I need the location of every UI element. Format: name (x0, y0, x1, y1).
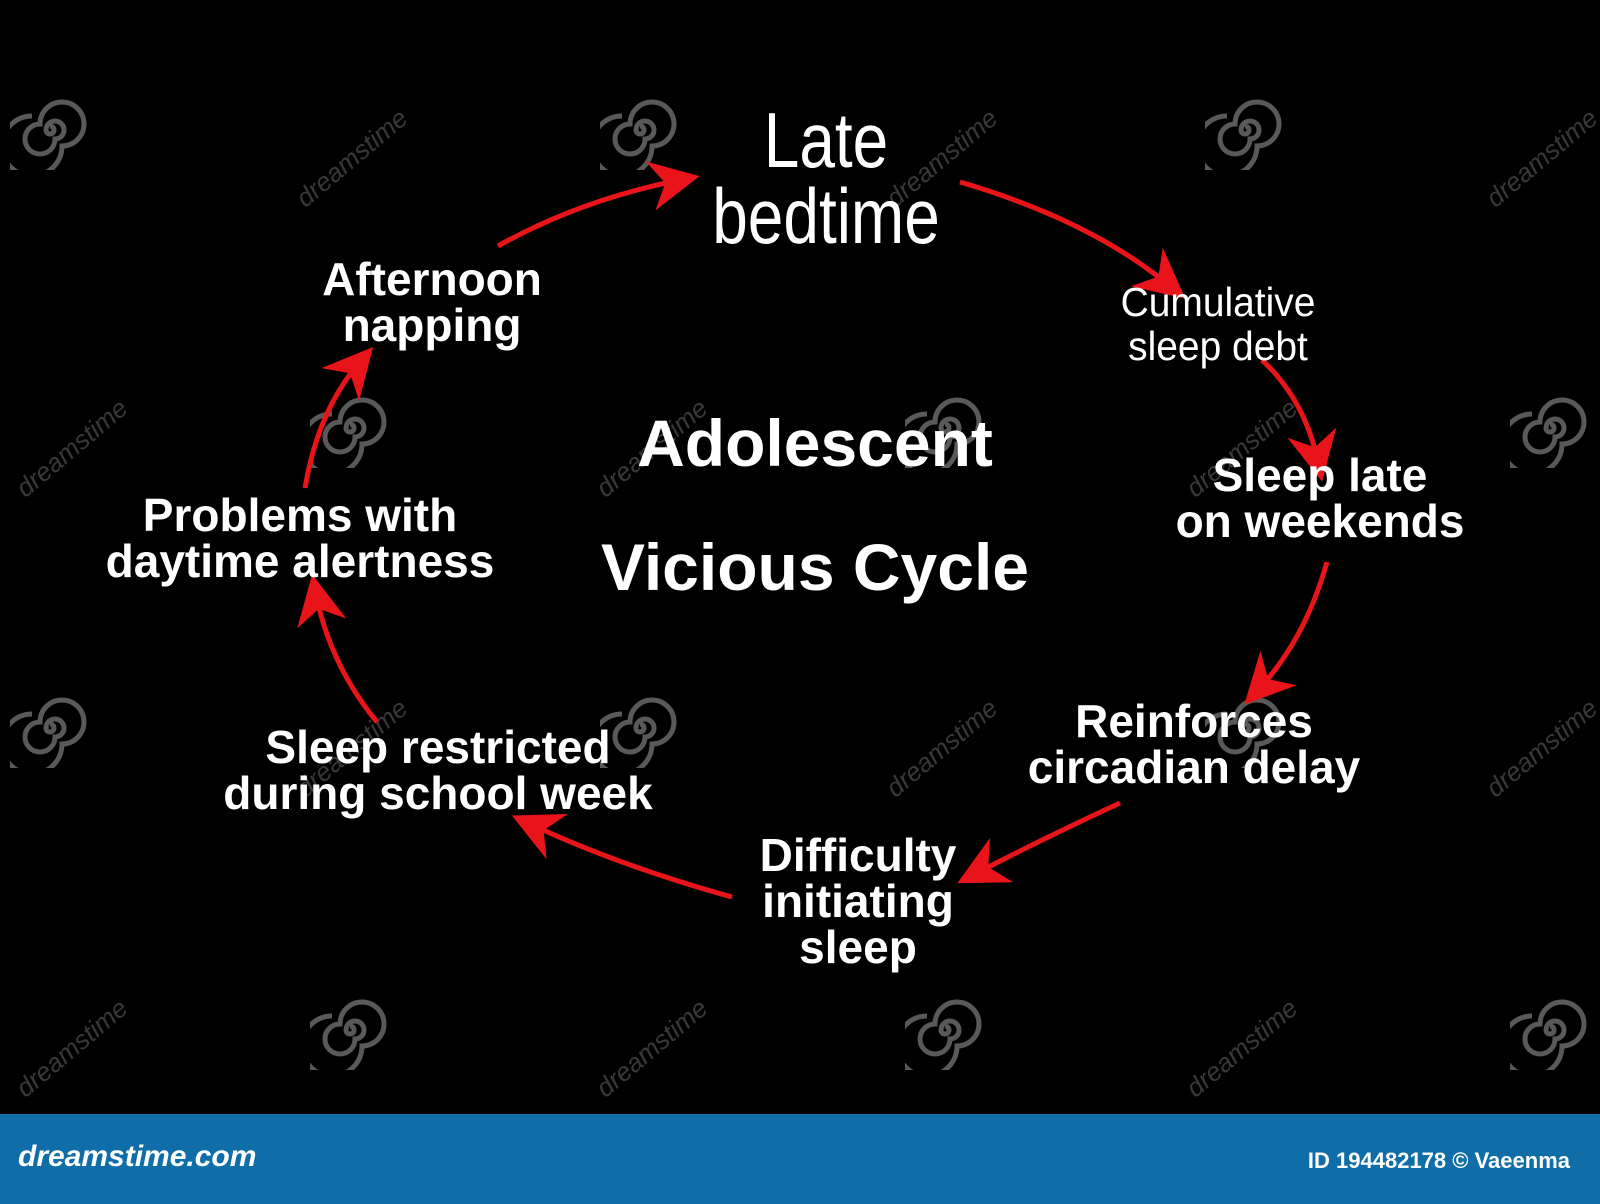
arrow-sleep-late-weekends-to-reinforces-circadian-delay (1244, 561, 1330, 705)
watermark-spiral-icon (10, 697, 87, 768)
node-reinforces-circadian-delay: Reinforces circadian delay (1028, 698, 1360, 790)
center-title-line-2: Vicious Cycle (600, 530, 1029, 604)
node-late-bedtime: Late bedtime (712, 96, 940, 261)
node-label-line: circadian delay (1027, 741, 1361, 793)
image-id-credit: ID 194482178 © Vaeenma (1307, 1148, 1570, 1173)
node-label-line: Late (763, 96, 889, 184)
node-label-line: sleep (799, 921, 917, 973)
center-title-line-1: Adolescent (637, 406, 993, 480)
node-cumulative-sleep-debt: Cumulative sleep debt (1121, 280, 1316, 369)
footer-logo: dreamstime.com (18, 1140, 257, 1173)
arrow-sleep-restricted-to-problems-daytime-alertness (297, 574, 379, 724)
node-label-line: Sleep restricted (265, 721, 611, 773)
node-label-line: initiating (762, 875, 954, 927)
watermark-spiral-icon (10, 99, 87, 170)
node-sleep-restricted-during-school-week: Sleep restricted during school week (223, 724, 652, 816)
node-sleep-late-on-weekends: Sleep late on weekends (1176, 452, 1465, 544)
watermark-spiral-icon (905, 397, 982, 468)
node-label-line: Reinforces (1075, 695, 1313, 747)
watermark-spiral-icon (600, 697, 677, 768)
node-label-line: Cumulative (1120, 279, 1316, 325)
node-label-line: on weekends (1175, 495, 1465, 547)
arrow-problems-daytime-alertness-to-afternoon-napping (302, 346, 374, 489)
watermark-spiral-icon (1510, 397, 1587, 468)
node-label-line: sleep debt (1128, 323, 1308, 370)
center-title: Adolescent Vicious Cycle (560, 405, 1100, 605)
node-problems-with-daytime-alertness: Problems with daytime alertness (106, 492, 495, 584)
arrow-reinforces-circadian-delay-to-difficulty-initiating-sleep (957, 800, 1122, 884)
watermark-spiral-icon (1205, 99, 1282, 170)
arrow-difficulty-initiating-sleep-to-sleep-restricted (511, 814, 733, 900)
watermark-spiral-icon (1510, 999, 1587, 1070)
watermark-spiral-icon (905, 999, 982, 1070)
node-label-line: napping (342, 299, 522, 351)
node-difficulty-initiating-sleep: Difficulty initiating sleep (760, 832, 957, 970)
arrow-cumulative-sleep-debt-to-sleep-late-weekends (1260, 358, 1337, 482)
watermark-spiral-icon (600, 99, 677, 170)
cycle-arrows (297, 161, 1337, 900)
node-afternoon-napping: Afternoon napping (322, 256, 542, 348)
watermark-spiral-icon (310, 999, 387, 1070)
watermark-spiral-icon (1205, 697, 1282, 768)
node-label-line: Sleep late (1212, 449, 1428, 501)
node-label-line: during school week (223, 767, 653, 819)
footer-bar: dreamstime.com ID 194482178 © Vaeenma (0, 1114, 1600, 1204)
arrow-late-bedtime-to-cumulative-sleep-debt (959, 179, 1186, 299)
node-label-line: bedtime (712, 172, 940, 261)
node-label-line: Problems with (142, 489, 458, 541)
node-label-line: daytime alertness (105, 535, 495, 587)
arrow-afternoon-napping-to-late-bedtime (496, 161, 700, 249)
node-label-line: Afternoon (322, 253, 542, 305)
node-label-line: Difficulty (759, 829, 957, 881)
watermark-spiral-icon (310, 397, 387, 468)
